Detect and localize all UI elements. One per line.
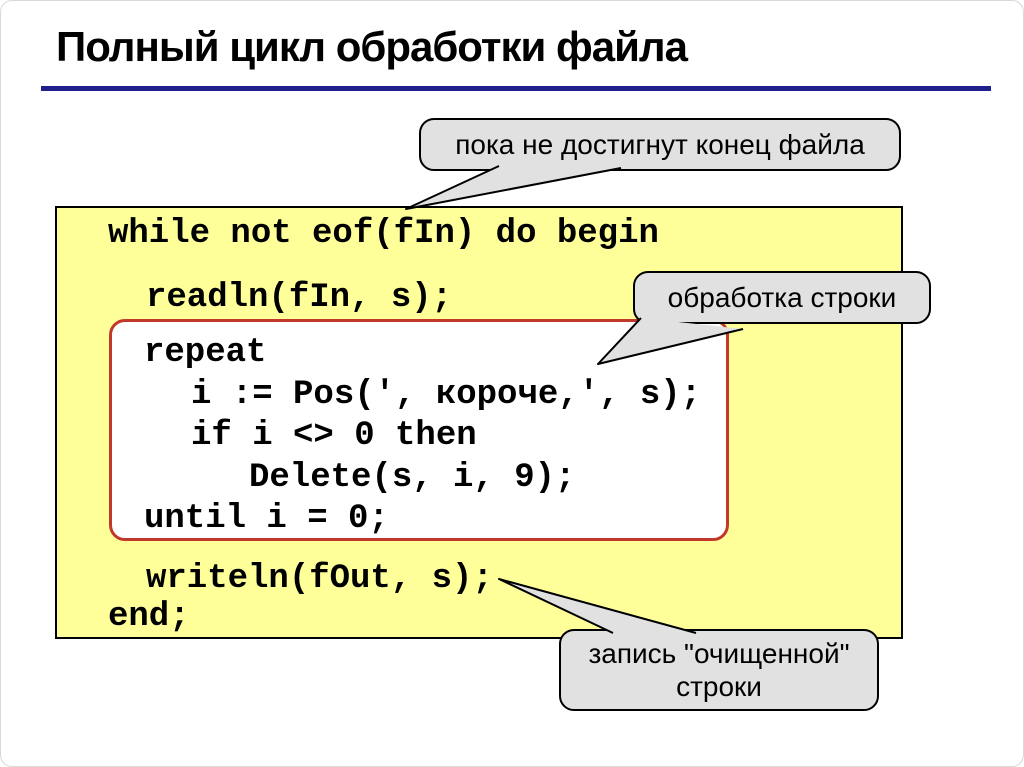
page-title: Полный цикл обработки файла (56, 23, 688, 70)
callout-eof-note: пока не достигнут конец файла (419, 118, 901, 171)
code-line-until: until i = 0; (144, 500, 389, 538)
callout-tail-eof (405, 165, 622, 210)
code-line-repeat: repeat (144, 334, 267, 372)
code-line-writeln: writeln(fOut, s); (146, 560, 493, 598)
code-line-readln: readln(fIn, s); (146, 279, 453, 317)
code-line-delete: Delete(s, i, 9); (249, 459, 576, 497)
callout-eof-label: пока не достигнут конец файла (455, 128, 865, 160)
code-line-while: while not eof(fIn) do begin (108, 215, 659, 253)
callout-write-label-line1: запись "очищенной" (588, 638, 850, 669)
title-underline (41, 86, 991, 91)
callout-process-label: обработка строки (667, 281, 897, 313)
callout-process-note: обработка строки (633, 271, 931, 324)
code-line-if: if i <> 0 then (191, 417, 477, 455)
code-line-end: end; (108, 598, 190, 636)
callout-write-note: запись "очищенной" строки (559, 629, 879, 711)
callout-write-label-line2: строки (676, 671, 762, 702)
code-line-pos: i := Pos(', короче,', s); (191, 376, 702, 414)
